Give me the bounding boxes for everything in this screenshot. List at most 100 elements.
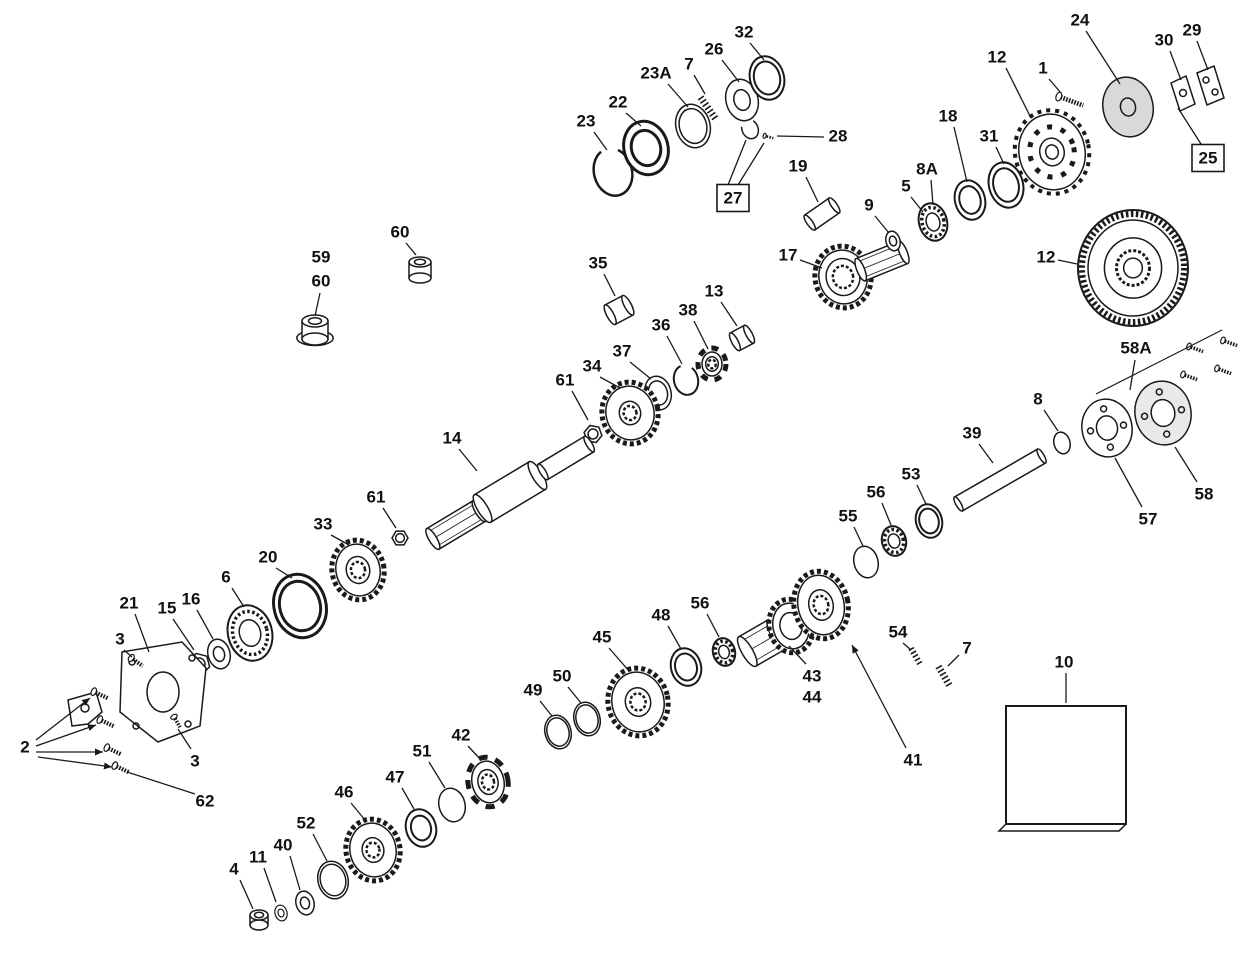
- part-label-2: 2: [20, 738, 29, 757]
- plate-29: [1196, 64, 1225, 107]
- leader-line-40: [289, 855, 301, 891]
- part-label-text-9: 9: [864, 196, 873, 215]
- part-label-text-41: 41: [904, 751, 923, 770]
- part-label-text-57: 57: [1139, 510, 1158, 529]
- needle-bearing-5-8A: [917, 202, 949, 242]
- snap-ring-51: [437, 787, 467, 823]
- nut-61-left: [391, 530, 409, 546]
- part-label-60: 60: [312, 272, 331, 291]
- part-label-text-36: 36: [652, 316, 671, 335]
- part-label-text-7: 7: [962, 639, 971, 658]
- part-label-text-32: 32: [735, 23, 754, 42]
- sprocket-12-top: [1012, 108, 1092, 196]
- part-label-text-42: 42: [452, 726, 471, 745]
- bushing-35: [603, 294, 635, 326]
- part-label-34: 34: [583, 357, 602, 376]
- leader-line-19: [805, 176, 819, 203]
- part-label-61: 61: [367, 488, 386, 507]
- parts-layer: [67, 55, 1238, 931]
- part-label-text-34: 34: [583, 357, 602, 376]
- spring-7-lower: [935, 664, 953, 688]
- washer-47: [404, 808, 438, 848]
- part-label-text-17: 17: [779, 246, 798, 265]
- part-label-text-40: 40: [274, 836, 293, 855]
- retaining-ring-23A: [674, 103, 712, 149]
- leader-line-16: [196, 609, 214, 640]
- part-label-12: 12: [988, 48, 1007, 67]
- leader-line-53: [916, 484, 927, 505]
- leader-line-7: [947, 654, 960, 667]
- leader-line-56: [881, 502, 892, 526]
- part-label-text-19: 19: [789, 157, 808, 176]
- leader-line-3: [177, 728, 192, 750]
- leader-line-27: [737, 142, 765, 186]
- part-label-50: 50: [553, 667, 572, 686]
- leader-line-52: [312, 833, 328, 862]
- part-label-text-35: 35: [589, 254, 608, 273]
- leader-line-17: [799, 259, 823, 269]
- part-label-26: 26: [705, 40, 724, 59]
- part-label-text-51: 51: [413, 742, 432, 761]
- part-label-17: 17: [779, 246, 798, 265]
- part-label-text-30: 30: [1155, 31, 1174, 50]
- part-label-text-31: 31: [980, 127, 999, 146]
- bracket-line-58A: [1095, 329, 1223, 395]
- part-label-56: 56: [691, 594, 710, 613]
- leader-line-37: [629, 361, 652, 380]
- part-label-60: 60: [391, 223, 410, 242]
- leader-line-57: [1114, 457, 1143, 508]
- leader-line-3: [123, 649, 133, 658]
- leader-line-49: [539, 700, 553, 717]
- part-label-9: 9: [864, 196, 873, 215]
- washer-9: [885, 230, 901, 252]
- part-label-44: 44: [803, 688, 822, 707]
- part-label-text-39: 39: [963, 424, 982, 443]
- part-label-59: 59: [312, 248, 331, 267]
- leader-line-48: [667, 625, 682, 650]
- leader-line-1: [1048, 78, 1062, 94]
- leader-line-23: [593, 131, 608, 151]
- part-label-text-13: 13: [705, 282, 724, 301]
- leader-line-39: [978, 443, 994, 464]
- part-label-16: 16: [182, 590, 201, 609]
- part-label-32: 32: [735, 23, 754, 42]
- part-label-text-48: 48: [652, 606, 671, 625]
- bearing-56-lower: [711, 637, 737, 667]
- part-label-40: 40: [274, 836, 293, 855]
- part-label-39: 39: [963, 424, 982, 443]
- part-label-text-12: 12: [1037, 248, 1056, 267]
- ring-31: [987, 161, 1025, 209]
- leader-line-29: [1196, 40, 1209, 71]
- washer-48: [669, 647, 703, 687]
- leader-line-25: [1177, 107, 1202, 145]
- part-label-text-60: 60: [312, 272, 331, 291]
- leader-line-45: [608, 647, 630, 672]
- retainer-plate-21: [119, 641, 207, 743]
- part-label-text-11: 11: [249, 848, 267, 867]
- part-label-11: 11: [249, 848, 267, 867]
- part-label-text-37: 37: [613, 342, 632, 361]
- leader-line-50: [567, 686, 582, 704]
- leader-line-27: [727, 139, 747, 186]
- part-label-8A: 8A: [916, 160, 938, 179]
- screw-58A-b: [1220, 336, 1238, 348]
- washer-53: [914, 503, 944, 539]
- leader-line-12: [1005, 67, 1031, 117]
- leader-line-8A: [930, 179, 934, 206]
- plate-30: [1170, 74, 1196, 113]
- leader-line-60: [405, 242, 417, 256]
- part-label-text-23A: 23A: [640, 64, 671, 83]
- part-label-53: 53: [902, 465, 921, 484]
- part-label-25: 25: [1191, 143, 1225, 173]
- part-label-38: 38: [679, 301, 698, 320]
- leader-line-32: [749, 42, 765, 61]
- part-label-text-25: 25: [1199, 149, 1218, 168]
- part-label-62: 62: [196, 792, 215, 811]
- part-label-text-27: 27: [724, 189, 743, 208]
- leader-lines-layer: [35, 30, 1209, 910]
- leader-line-13: [720, 301, 738, 327]
- screw-2-d: [111, 761, 131, 775]
- part-label-text-56: 56: [691, 594, 710, 613]
- part-label-text-21: 21: [120, 594, 139, 613]
